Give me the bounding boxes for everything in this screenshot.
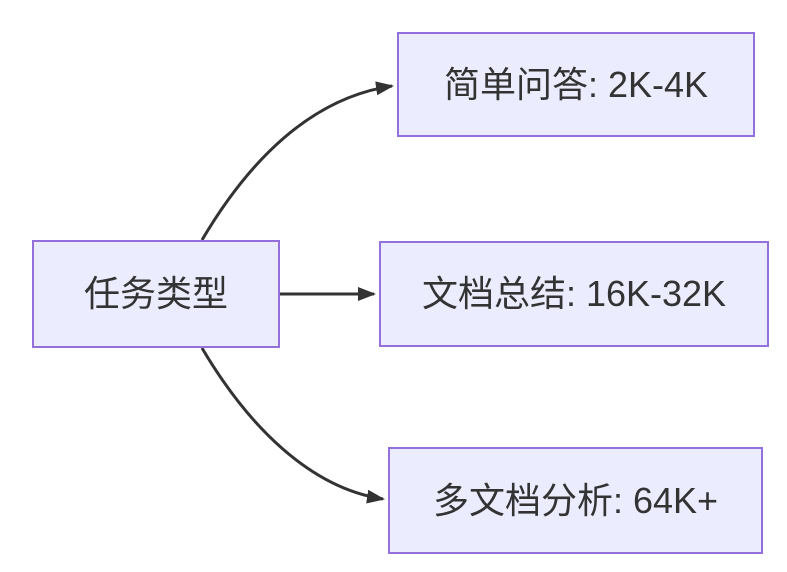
node-multi-doc-analysis: 多文档分析: 64K+ <box>388 447 763 554</box>
node-doc-summary: 文档总结: 16K-32K <box>379 241 769 347</box>
node-multi-doc-analysis-label: 多文档分析: 64K+ <box>432 479 719 521</box>
edge-task-type-to-multi-doc-analysis <box>200 347 385 504</box>
node-simple-qa-label: 简单问答: 2K-4K <box>443 63 709 105</box>
node-simple-qa: 简单问答: 2K-4K <box>397 32 755 137</box>
node-doc-summary-label: 文档总结: 16K-32K <box>421 273 727 315</box>
edge-task-type-to-simple-qa <box>200 81 394 241</box>
node-task-type: 任务类型 <box>32 240 280 348</box>
node-task-type-label: 任务类型 <box>83 273 228 315</box>
